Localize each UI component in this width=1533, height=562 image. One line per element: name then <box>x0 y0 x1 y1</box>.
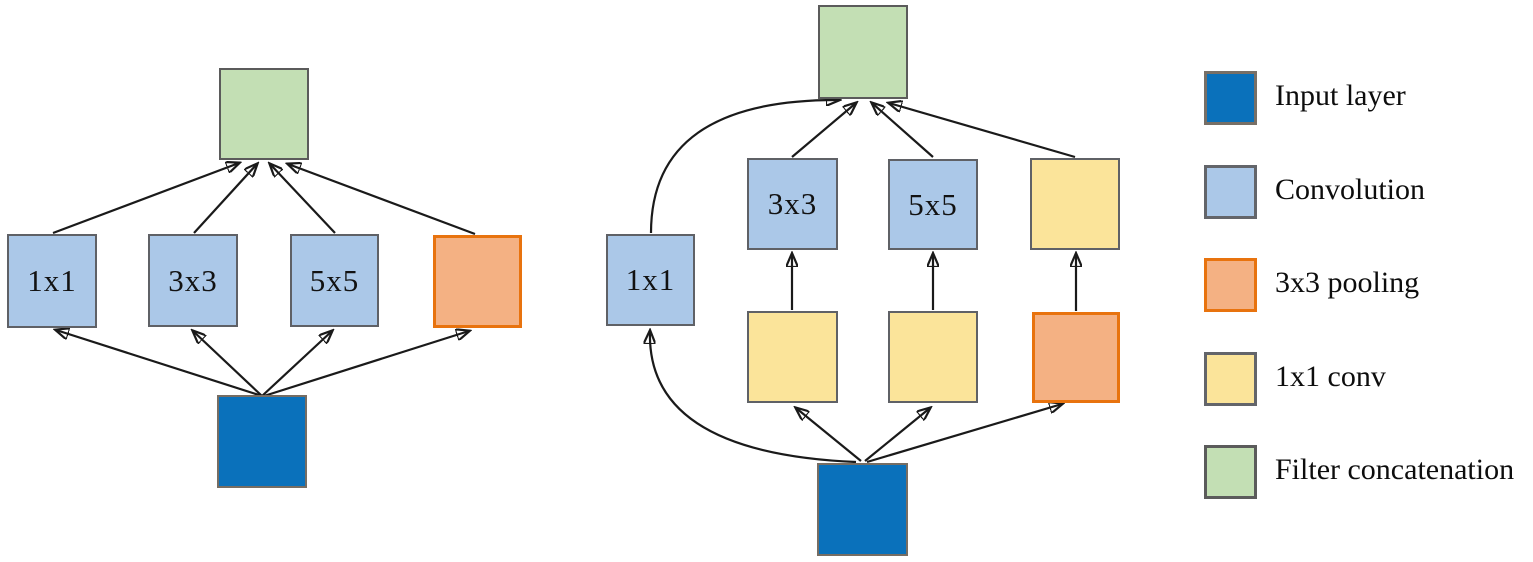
arrow <box>270 164 336 234</box>
right-filter-concatenation-box <box>818 5 908 99</box>
legend-label: Filter concatenation <box>1275 453 1515 486</box>
right-conv-1x1-box: 1x1 <box>606 234 695 326</box>
legend-item-input-layer: Input layer <box>1204 71 1406 125</box>
arrow <box>872 103 934 158</box>
left-conv-5x5-box: 5x5 <box>290 234 379 327</box>
arrow <box>864 408 930 462</box>
arrow <box>56 330 263 398</box>
legend-label: 3x3 pooling <box>1275 266 1420 299</box>
legend-label: 1x1 conv <box>1275 360 1386 393</box>
filter-concatenation-swatch <box>1204 445 1257 499</box>
arrow <box>866 404 1062 464</box>
convolution-swatch <box>1204 165 1257 219</box>
left-conv-3x3-box: 3x3 <box>148 234 238 327</box>
right-conv-5x5-box: 5x5 <box>888 159 978 250</box>
arrow <box>796 408 862 462</box>
arrow <box>52 163 239 235</box>
arrow <box>791 103 856 158</box>
arrow <box>193 164 257 234</box>
box-label: 3x3 <box>168 262 218 298</box>
legend-label: Input layer <box>1275 79 1406 112</box>
left-pooling-box <box>433 235 522 328</box>
left-conv-1x1-box: 1x1 <box>7 234 97 328</box>
right-1x1-conv-mid-box <box>888 311 978 403</box>
box-label: 5x5 <box>908 186 958 222</box>
arrow <box>650 331 857 464</box>
input-layer-swatch <box>1204 71 1257 125</box>
right-input-layer-box <box>817 463 908 556</box>
box-label: 3x3 <box>767 186 818 221</box>
legend-item-1x1-conv: 1x1 conv <box>1204 352 1386 406</box>
left-input-layer-box <box>217 395 307 488</box>
arrow <box>193 331 263 397</box>
box-label: 1x1 <box>27 263 77 298</box>
box-label: 1x1 <box>625 262 676 297</box>
right-conv-3x3-box: 3x3 <box>747 158 838 250</box>
arrow <box>261 331 332 397</box>
arrow <box>263 331 469 398</box>
legend-item-3x3-pooling: 3x3 pooling <box>1204 258 1419 312</box>
legend-item-filter-concatenation: Filter concatenation <box>1204 445 1514 499</box>
arrow <box>889 103 1076 159</box>
arrow <box>288 164 476 236</box>
right-1x1-conv-top-box <box>1030 158 1120 250</box>
legend-item-convolution: Convolution <box>1204 165 1425 219</box>
pooling-swatch <box>1204 258 1257 312</box>
legend-label: Convolution <box>1275 173 1426 206</box>
1x1-conv-swatch <box>1204 352 1257 406</box>
box-label: 5x5 <box>309 262 360 298</box>
right-1x1-conv-left-box <box>747 311 838 403</box>
arrow <box>649 100 839 234</box>
right-pooling-box <box>1032 312 1120 403</box>
left-filter-concatenation-box <box>219 68 309 160</box>
